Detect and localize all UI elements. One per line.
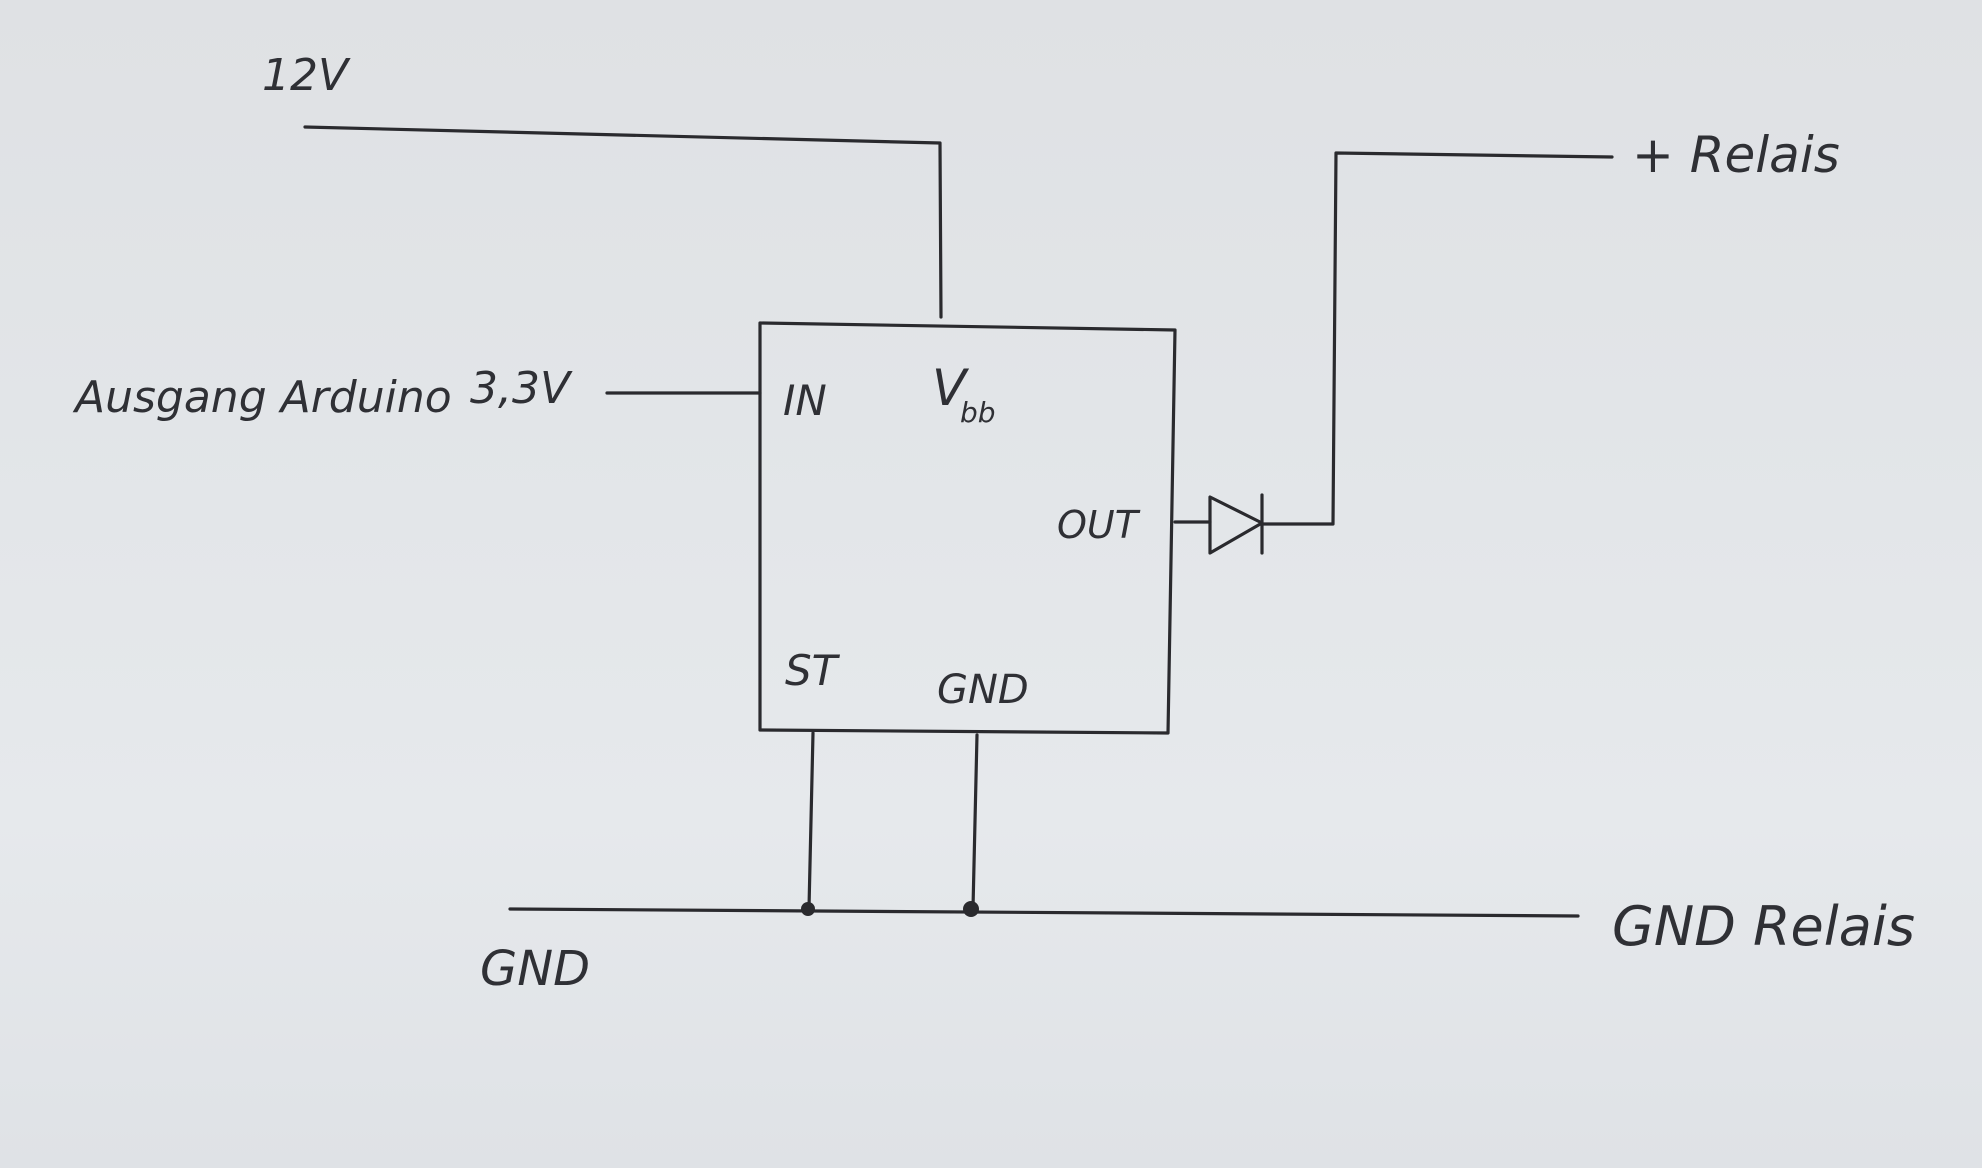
svg-text:V: V (932, 359, 970, 417)
diode-symbol (1208, 493, 1264, 555)
label-gnd-relay: GND Relais (1612, 895, 1915, 958)
label-arduino-output: Ausgang Arduino (72, 372, 452, 423)
pin-label-out: OUT (1057, 503, 1141, 547)
junction-dot-st (801, 902, 815, 916)
pin-label-vbb: V bb (932, 359, 996, 429)
switch-ic-body (758, 321, 1177, 735)
gnd-pin-wire (971, 733, 979, 910)
pin-label-st: ST (785, 646, 841, 695)
st-ground-wire (807, 731, 815, 910)
pin-label-in: IN (783, 376, 827, 425)
relay-plus-wire (1260, 151, 1614, 526)
ground-rail (508, 907, 1580, 918)
label-arduino-voltage: 3,3V (470, 363, 573, 414)
label-12v: 12V (262, 50, 351, 101)
label-gnd: GND (480, 941, 590, 997)
junction-dot-gnd (963, 901, 979, 917)
svg-text:bb: bb (960, 396, 996, 429)
supply-12v-wire (303, 125, 943, 319)
label-relay-plus: + Relais (1632, 126, 1840, 184)
pin-label-gnd: GND (937, 667, 1029, 713)
